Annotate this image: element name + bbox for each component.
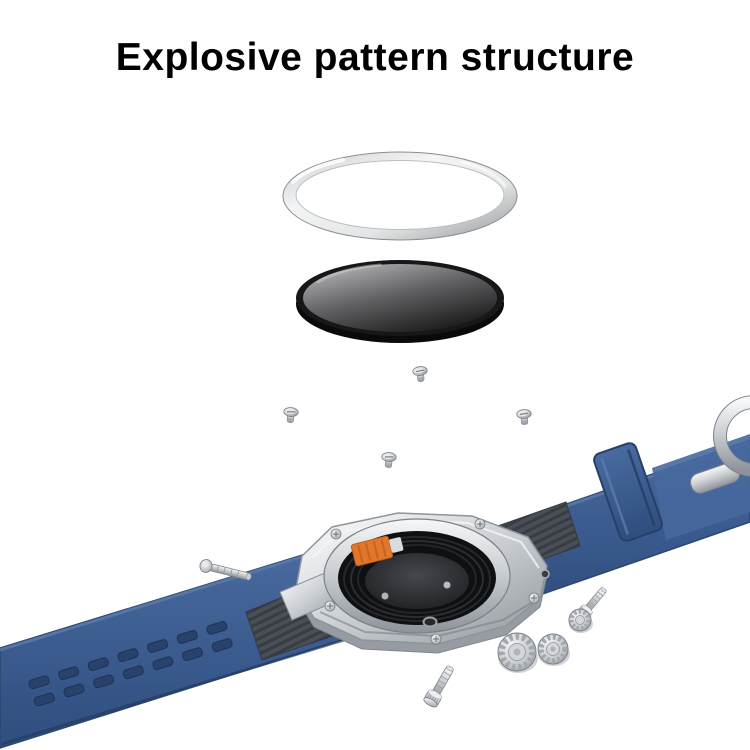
- mounting-screw: [380, 451, 398, 469]
- mounting-screws: [282, 365, 533, 469]
- crown-medium: [537, 633, 570, 666]
- case-floor: [365, 553, 469, 609]
- spring-pin: [199, 559, 252, 581]
- crown-large: [497, 632, 538, 673]
- page-title: Explosive pattern structure: [115, 36, 635, 79]
- strap-keeper: [593, 442, 663, 542]
- mounting-screw: [282, 406, 300, 424]
- glass-ring: [282, 151, 518, 241]
- strap-left: [0, 545, 363, 749]
- flex-connector: [350, 535, 404, 567]
- screw-pin: [421, 662, 458, 710]
- mounting-screw: [411, 365, 429, 383]
- crown-button: [568, 608, 593, 633]
- display-panel: [296, 260, 504, 343]
- case-screws: [324, 518, 540, 645]
- pusher-hole: [422, 616, 438, 628]
- buckle-ring: [713, 395, 750, 477]
- watch-case: [279, 512, 550, 654]
- crown-stem-hole: [540, 569, 550, 579]
- strap-adjustment-holes: [28, 621, 233, 707]
- mounting-screw: [515, 408, 533, 426]
